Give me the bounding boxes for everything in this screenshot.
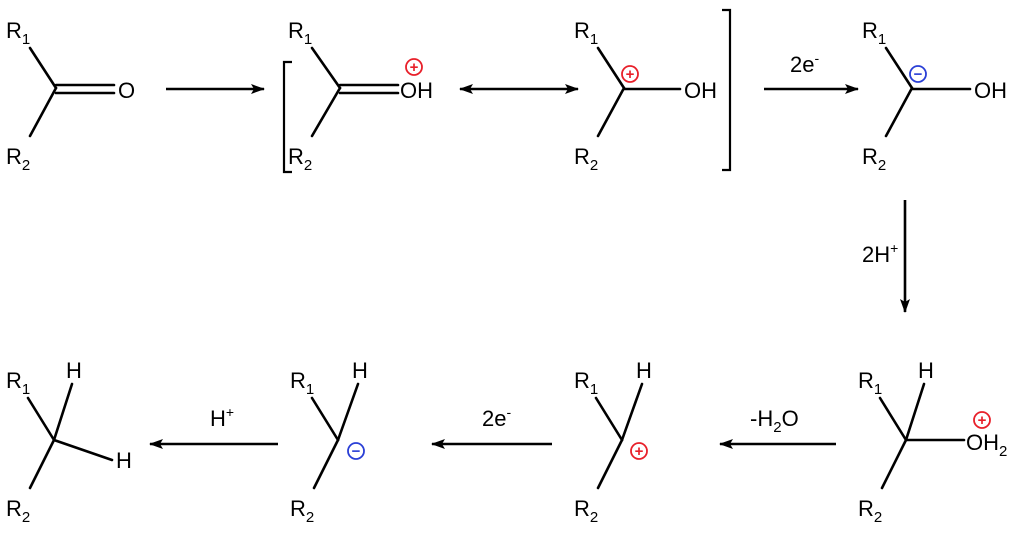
carbocation-h-molecule: R1 H R2 + (574, 358, 652, 526)
carbocation-h-bond-r1 (594, 396, 624, 442)
arrow-reduction-bottom-label: 2e- (482, 404, 511, 431)
ketone-r1-label: R1 (6, 18, 30, 48)
negative-charge-circle (909, 65, 927, 83)
positive-charge-circle (973, 411, 991, 429)
alkane-h-right-label: H (116, 448, 132, 473)
oxonium-bond-h (904, 382, 926, 442)
carbocation-oh-positive-charge: + (621, 65, 639, 83)
oxonium-bond-r1 (878, 396, 908, 442)
ketone-oxygen-label: O (118, 78, 135, 103)
carbanion-h-r2-label: R2 (290, 496, 314, 526)
carbocation-oh-oh-label: OH (684, 78, 717, 103)
alkane-bond-r1 (26, 396, 56, 442)
oxonium-r1-label: R1 (858, 368, 882, 398)
carbanion-h-negative-charge: − (347, 442, 365, 460)
carbocation-oh-molecule: R1 R2 OH + (574, 18, 717, 174)
carbocation-oh-r1-label: R1 (574, 18, 598, 48)
carbocation-h-bond-r2 (596, 438, 624, 490)
oxonium-oh2-label: OH2 (966, 430, 1007, 460)
carbocation-h-r1-label: R1 (574, 368, 598, 398)
carbocation-h-bond-h (620, 382, 644, 442)
positive-charge-sign: + (410, 59, 419, 76)
alkane-r1-label: R1 (6, 368, 30, 398)
carbanion-oh-bond-r2 (884, 86, 914, 138)
positive-charge-sign: + (978, 412, 987, 429)
resonance-bracket-left (282, 60, 292, 174)
carbocation-h-h-label: H (636, 358, 652, 383)
carbanion-oh-r1-label: R1 (862, 18, 886, 48)
negative-charge-sign: − (352, 443, 361, 460)
oxonium-molecule: R1 H R2 OH2 + (858, 358, 1007, 526)
carbanion-oh-bond-r1 (884, 46, 914, 90)
carbanion-h-r1-label: R1 (290, 368, 314, 398)
alkane-r2-label: R2 (6, 496, 30, 526)
alkane-molecule: R1 H H R2 (6, 358, 132, 526)
negative-charge-circle (347, 442, 365, 460)
arrow-dehydration-label: -H2O (750, 406, 799, 436)
positive-charge-sign: + (626, 66, 635, 83)
carbanion-h-bond-h (336, 382, 360, 442)
carbanion-oh-oh-label: OH (974, 78, 1007, 103)
carbanion-h-molecule: R1 H R2 − (290, 358, 368, 526)
carbocation-oh-bond-r2 (596, 86, 626, 138)
carbocation-oh-r2-label: R2 (574, 144, 598, 174)
oxocarbenium-r2-label: R2 (288, 144, 312, 174)
ketone-bond-r2 (28, 86, 58, 138)
positive-charge-sign: + (635, 443, 644, 460)
carbanion-oh-molecule: R1 R2 OH − (862, 18, 1007, 174)
carbanion-oh-negative-charge: − (909, 65, 927, 83)
arrow-reduction-top-label: 2e- (790, 50, 819, 77)
oxocarbenium-bond-r1 (310, 46, 342, 90)
oxonium-bond-r2 (880, 438, 908, 490)
resonance-bracket-right (722, 8, 732, 172)
oxonium-positive-charge: + (973, 411, 991, 429)
positive-charge-circle (621, 65, 639, 83)
carbanion-h-bond-r2 (312, 438, 340, 490)
oxocarbenium-molecule: R1 R2 OH + (288, 18, 433, 174)
carbanion-h-bond-r1 (310, 396, 340, 442)
oxocarbenium-oh-label: OH (400, 78, 433, 103)
carbanion-h-h-label: H (352, 358, 368, 383)
carbanion-oh-r2-label: R2 (862, 144, 886, 174)
oxocarbenium-positive-charge: + (405, 58, 423, 76)
positive-charge-circle (630, 442, 648, 460)
carbocation-h-positive-charge: + (630, 442, 648, 460)
alkane-h-top-label: H (66, 358, 82, 383)
oxonium-r2-label: R2 (858, 496, 882, 526)
arrow-final-protonation-label: H+ (210, 404, 234, 431)
oxocarbenium-bond-r2 (310, 86, 342, 138)
positive-charge-circle (405, 58, 423, 76)
ketone-molecule: R1 R2 O (6, 18, 135, 174)
alkane-bond-r2 (28, 438, 56, 490)
alkane-bond-h-top (52, 382, 74, 442)
oxonium-h-label: H (918, 358, 934, 383)
carbocation-h-r2-label: R2 (574, 496, 598, 526)
ketone-bond-r1 (28, 46, 58, 90)
ketone-r2-label: R2 (6, 144, 30, 174)
carbocation-oh-bond-r1 (596, 46, 626, 90)
oxocarbenium-r1-label: R1 (288, 18, 312, 48)
arrow-double-protonation-label: 2H+ (862, 240, 898, 267)
negative-charge-sign: − (914, 66, 923, 83)
alkane-bond-h-right (52, 438, 114, 462)
